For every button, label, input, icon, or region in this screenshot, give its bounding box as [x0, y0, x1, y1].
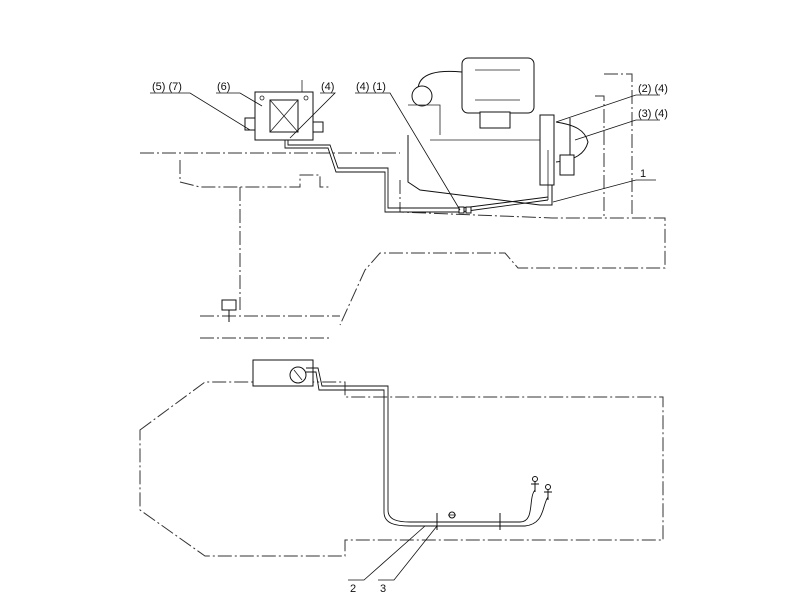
mount-bracket	[221, 299, 237, 322]
engine-assembly	[407, 57, 589, 206]
upper-frame-outline	[140, 73, 666, 339]
filter-unit	[244, 80, 324, 141]
callout-leaders	[150, 92, 660, 581]
callout-5-7: (5) (7)	[152, 81, 182, 93]
callout-4-1: (4) (1)	[356, 81, 386, 93]
callout-4-upper-left: (4)	[321, 81, 334, 93]
lower-frame-outline	[139, 381, 664, 557]
lower-fuel-pipe	[306, 367, 552, 530]
callout-3: 3	[380, 583, 386, 595]
callout-2: 2	[350, 583, 356, 595]
fuel-tank	[252, 359, 314, 387]
upper-fuel-pipe	[284, 140, 549, 214]
callout-2-4: (2) (4)	[638, 83, 668, 95]
callout-1: 1	[640, 168, 646, 180]
callout-3-4: (3) (4)	[638, 108, 668, 120]
callout-6: (6)	[217, 81, 230, 93]
